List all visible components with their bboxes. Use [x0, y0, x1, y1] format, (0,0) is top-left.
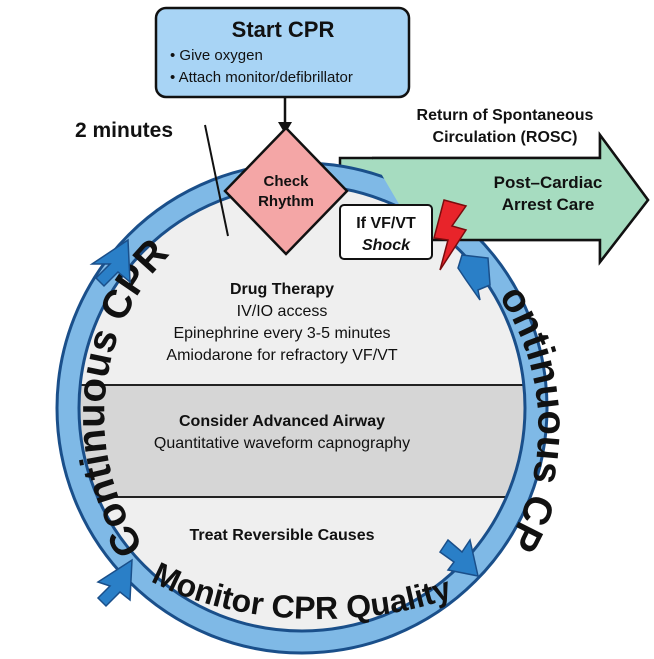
ring-arrow-top-left	[89, 238, 131, 288]
shock-box	[339, 204, 433, 260]
rosc-label-line-2: Circulation (ROSC)	[433, 129, 578, 146]
check-rhythm-line-1: Check	[263, 173, 309, 190]
post-cardiac-line-2: Arrest Care	[502, 195, 595, 214]
drug-line-3: Amiodarone for refractory VF/VT	[166, 347, 397, 364]
start-cpr-item-2: • Attach monitor/defibrillator	[170, 69, 353, 86]
shock-line-2: Shock	[362, 237, 411, 254]
start-cpr-title: Start CPR	[232, 17, 335, 42]
airway-title: Consider Advanced Airway	[179, 413, 385, 430]
rosc-label-line-1: Return of Spontaneous	[417, 107, 594, 124]
ring-arrow-bottom-right	[438, 538, 479, 577]
lightning-bolt-icon	[433, 199, 468, 271]
drug-therapy-title: Drug Therapy	[230, 281, 334, 298]
ring-arrow-bottom-left	[96, 558, 133, 608]
start-cpr-box	[154, 6, 411, 99]
ring-arrow-top-right	[457, 254, 491, 301]
reversible-causes-title: Treat Reversible Causes	[190, 527, 375, 544]
drug-line-1: IV/IO access	[237, 303, 328, 320]
drug-line-2: Epinephrine every 3-5 minutes	[173, 325, 390, 342]
two-minutes-leader	[204, 124, 229, 237]
start-cpr-item-1: • Give oxygen	[170, 47, 263, 64]
shock-line-1: If VF/VT	[356, 215, 416, 232]
check-rhythm-line-2: Rhythm	[258, 193, 314, 210]
two-minutes-label: 2 minutes	[75, 119, 173, 142]
airway-line: Quantitative waveform capnography	[154, 435, 410, 452]
check-rhythm-diamond	[223, 126, 349, 256]
post-cardiac-line-1: Post–Cardiac	[494, 173, 603, 192]
